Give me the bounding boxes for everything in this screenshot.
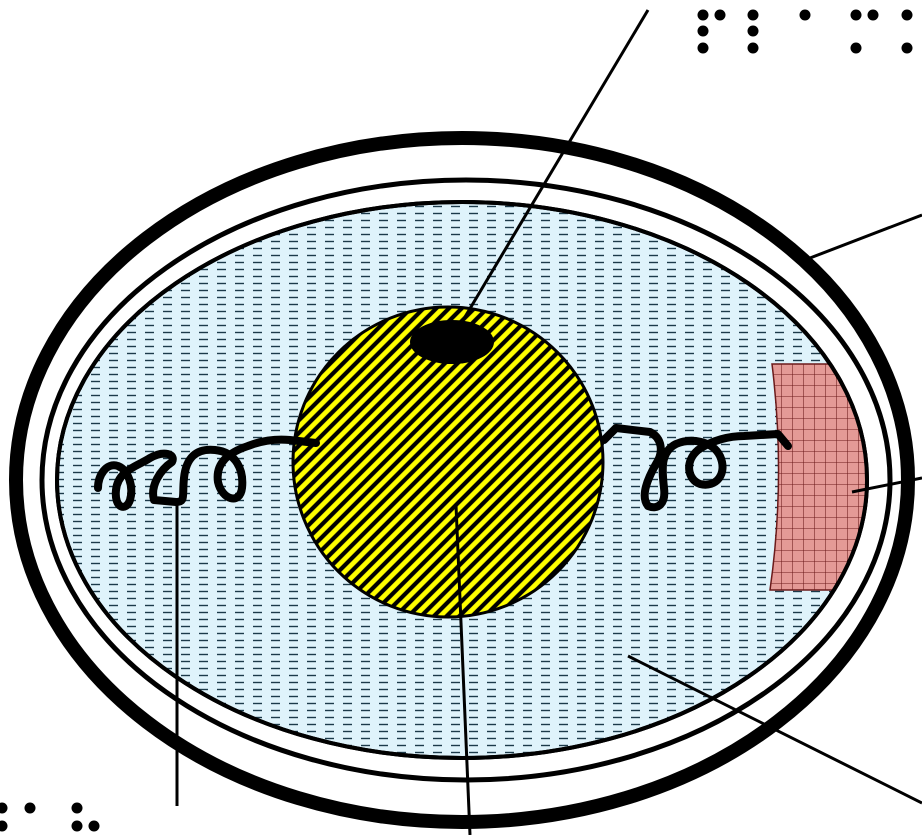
braille-label-top-icon (698, 10, 913, 54)
dark-cap-icon (410, 320, 494, 364)
leader-line-membrane (810, 215, 922, 258)
braille-label-bottom-icon (0, 803, 100, 832)
